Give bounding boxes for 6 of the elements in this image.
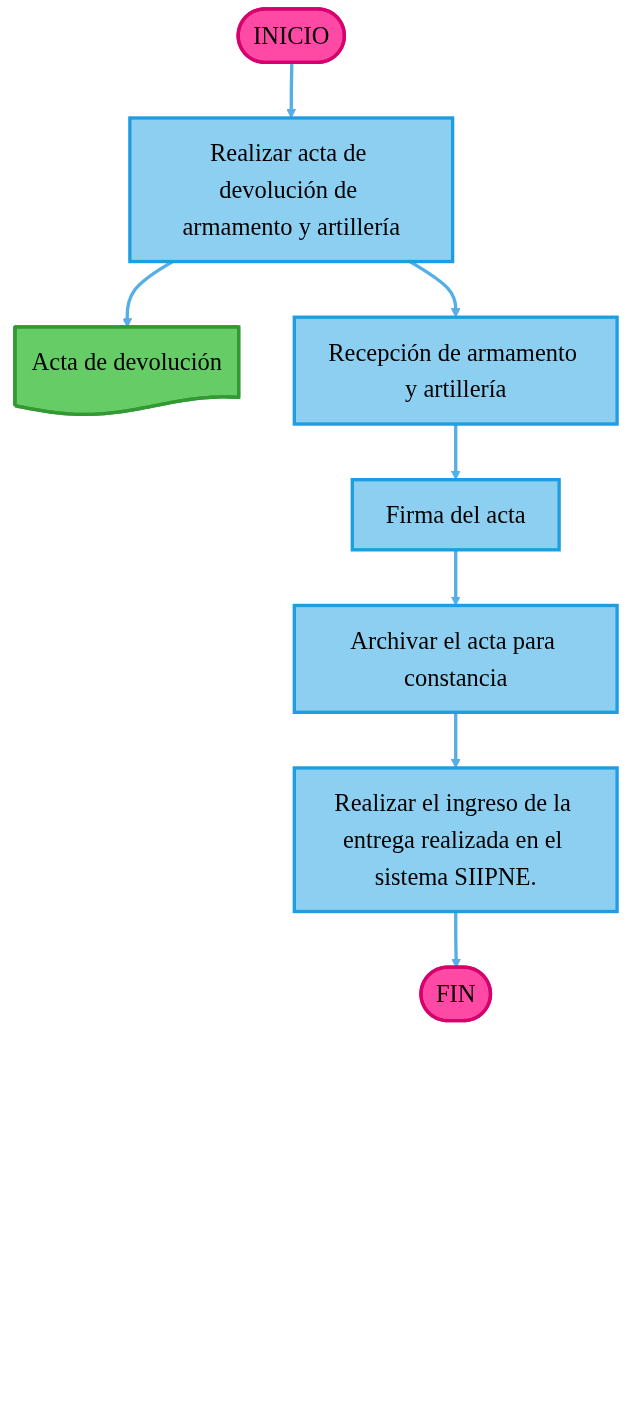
node-box: Realizar el ingreso de la entrega realizada en el sistema SIIPNE. (292, 766, 619, 914)
arrow (450, 549, 461, 606)
node-box: Realizar acta de devolución de armamento y artillería (128, 116, 455, 264)
node-box: Archivar el acta para constancia (292, 603, 619, 714)
node-box: Recepción de armamento y artillería (292, 315, 619, 426)
node-box: Firma del acta (350, 478, 561, 552)
